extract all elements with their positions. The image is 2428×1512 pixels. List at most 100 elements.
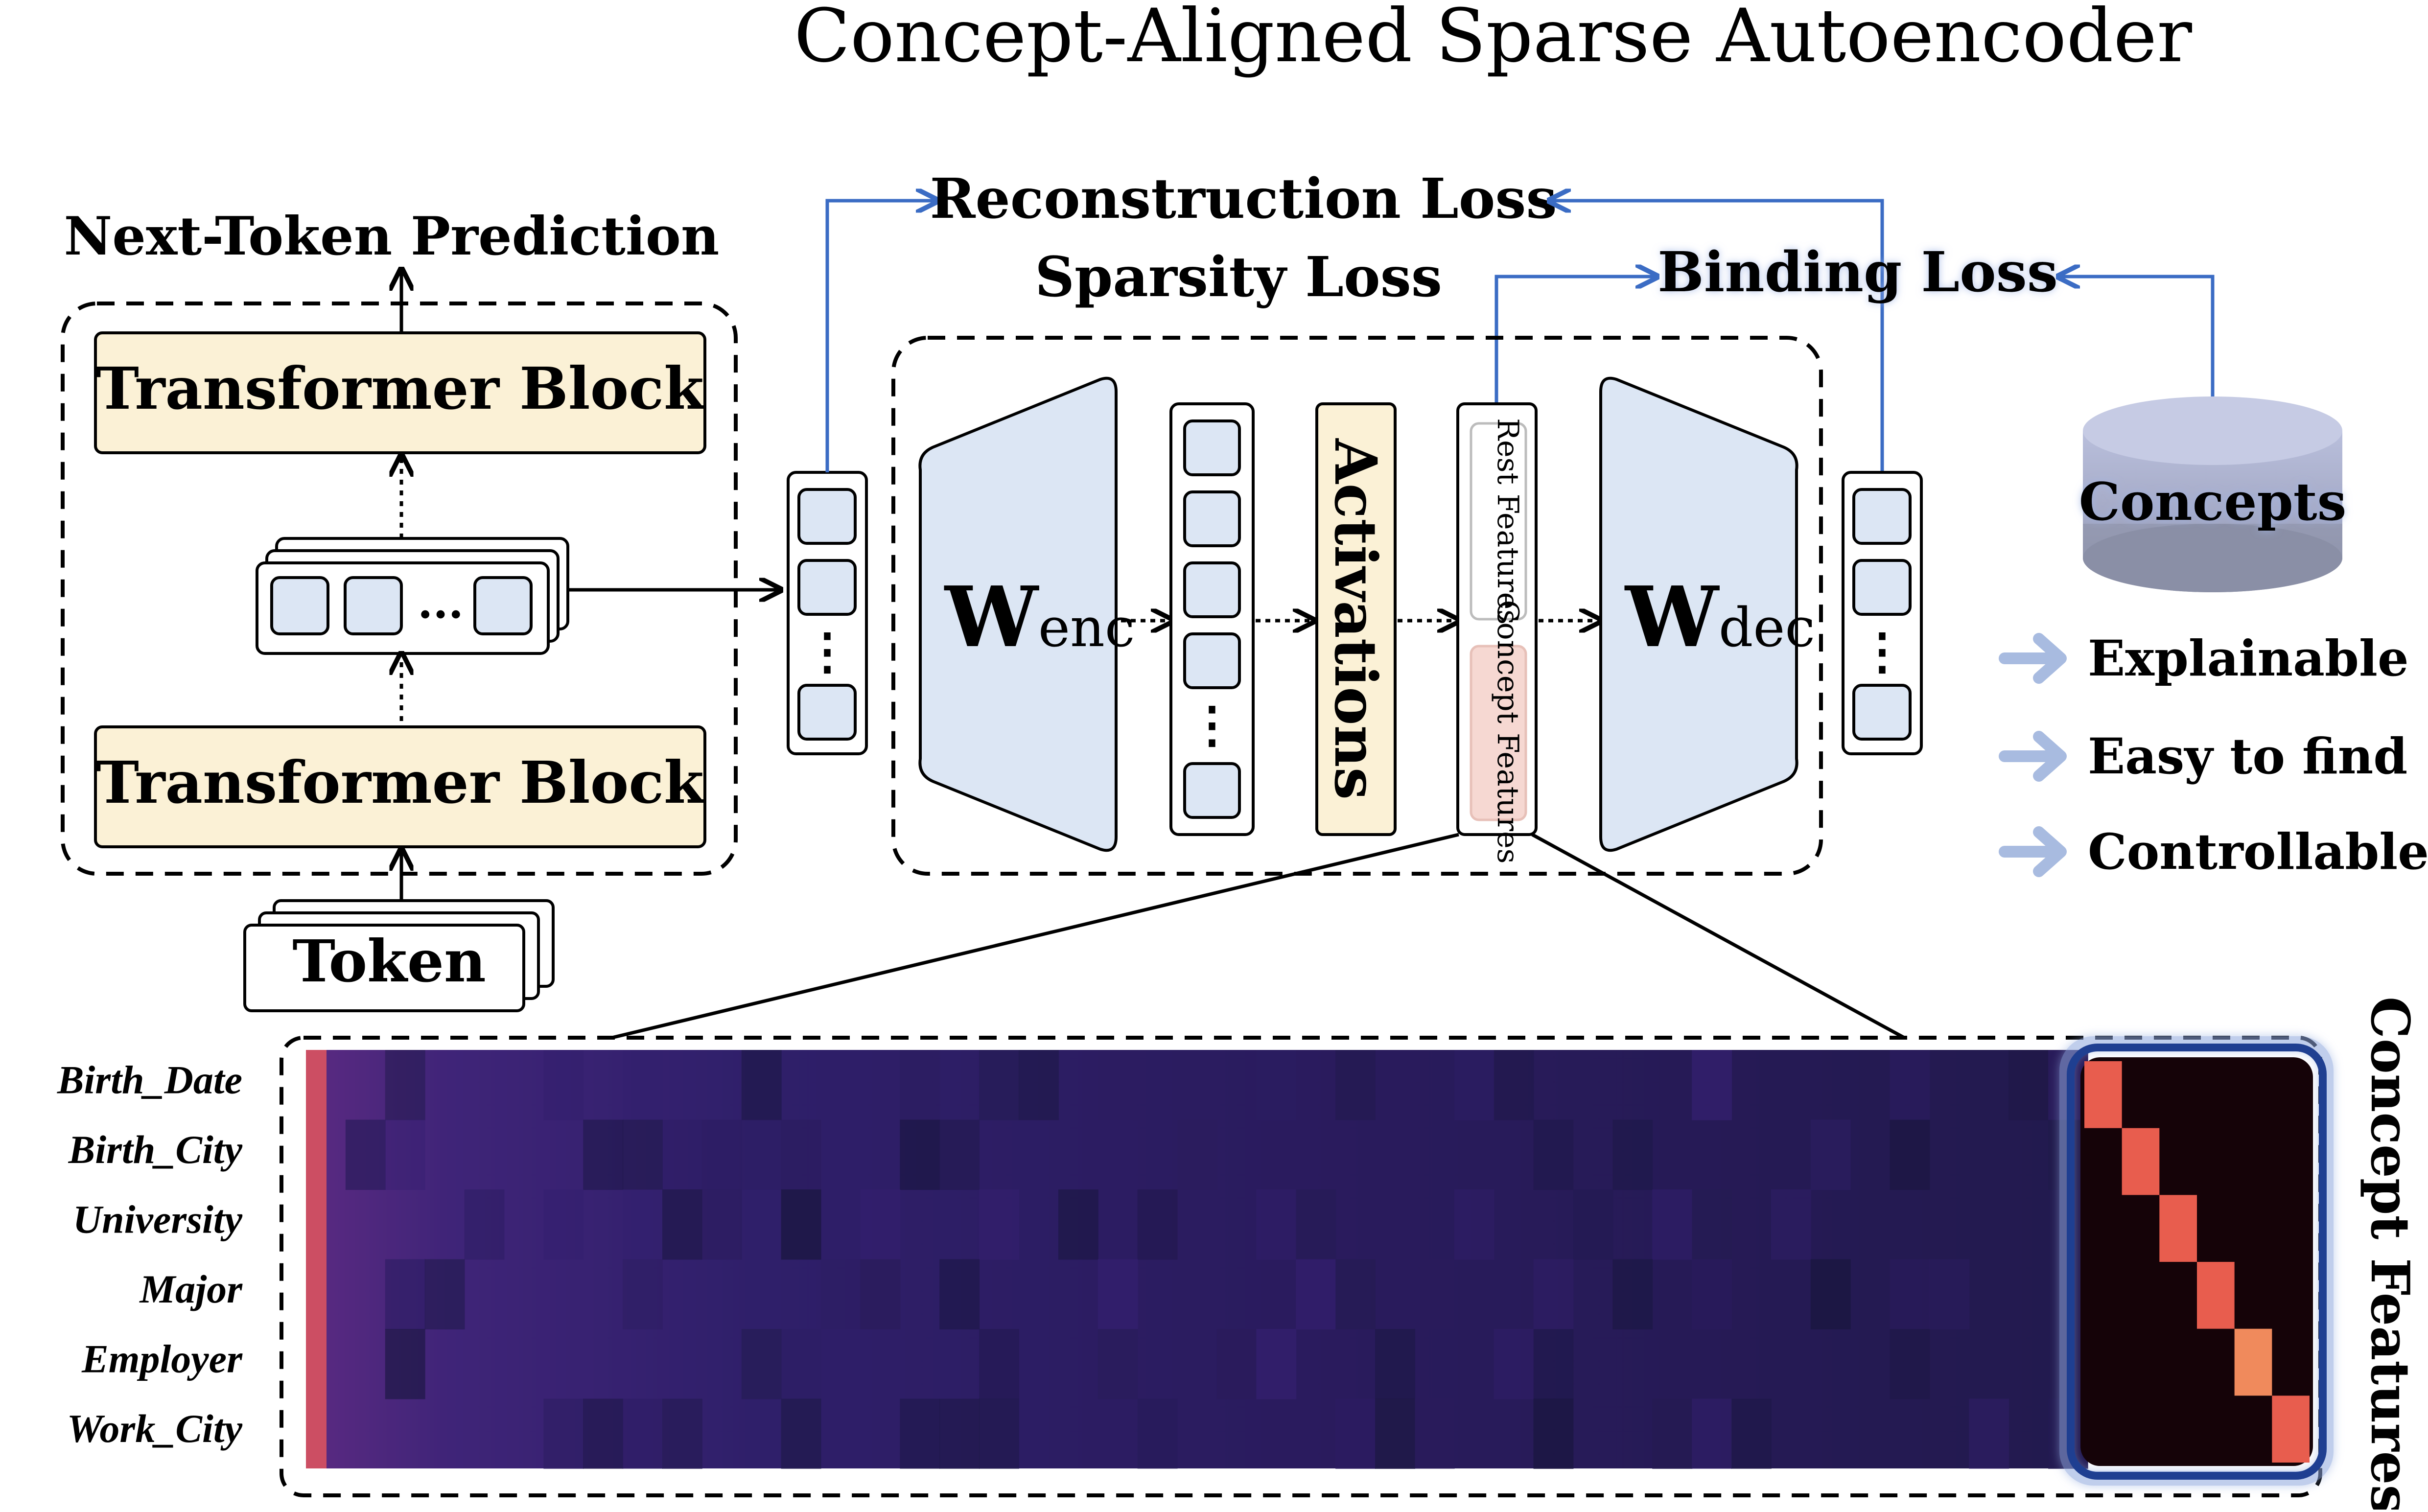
- concept-feature-matrix: [2059, 1036, 2334, 1486]
- heatmap-cell: [662, 1119, 702, 1190]
- heatmap-cell: [2008, 1050, 2049, 1120]
- heatmap-cell: [979, 1189, 1019, 1260]
- zoom-line-right: [1531, 833, 1905, 1040]
- transformer-block-top-label: Transformer Block: [96, 354, 705, 422]
- transformer-block-bottom-label: Transformer Block: [96, 748, 705, 816]
- latent-cell: [1183, 490, 1241, 547]
- latent-vector: ⋮: [1169, 402, 1255, 836]
- heatmap-cell: [1375, 1329, 1415, 1399]
- heatmap-cell: [623, 1050, 663, 1120]
- latent-cell: [1183, 762, 1241, 819]
- heatmap-cell: [1414, 1398, 1455, 1469]
- latent-dots: ⋮: [1188, 696, 1237, 753]
- heatmap-cell: [1494, 1329, 1534, 1399]
- heatmap-cell: [385, 1050, 425, 1120]
- heatmap-cell: [1810, 1119, 1851, 1190]
- heatmap-cell: [1454, 1050, 1494, 1120]
- binding-arrow-right: [2061, 277, 2215, 414]
- hidden-ellipsis: ...: [418, 577, 464, 628]
- heatmap-cell: [1097, 1329, 1138, 1399]
- heatmap-cell: [860, 1189, 901, 1260]
- reconstruction-loss-label: Reconstruction Loss: [930, 167, 1557, 231]
- heatmap-row-label: Employer: [81, 1336, 243, 1381]
- output-cell: [1852, 559, 1912, 616]
- heatmap-cell: [1335, 1398, 1376, 1469]
- heatmap-cell: [1890, 1119, 1930, 1190]
- heatmap-cell: [1137, 1398, 1178, 1469]
- heatmap-cell: [781, 1119, 821, 1190]
- input-cell: [797, 488, 857, 545]
- heatmap-cell: [939, 1259, 980, 1329]
- heatmap-cell: [1533, 1119, 1574, 1190]
- heatmap-cell: [1454, 1189, 1494, 1260]
- input-cell: [797, 559, 857, 616]
- chevron-arrow-icon: [1999, 826, 2067, 877]
- heatmap-cell: [424, 1259, 465, 1329]
- concept-properties: Explainable Easy to find Controllable: [1999, 629, 2428, 881]
- heatmap-cell: [385, 1119, 425, 1190]
- diagram-title: Concept-Aligned Sparse Autoencoder: [794, 0, 2192, 79]
- heatmap-cell: [1890, 1259, 1930, 1329]
- heatmap-cell: [1256, 1329, 1297, 1399]
- heatmap-cell: [701, 1119, 742, 1190]
- property-easy-to-find: Easy to find: [1999, 727, 2407, 785]
- heatmap-cell: [1929, 1259, 1970, 1329]
- concept-diagonal-cell: [2159, 1195, 2197, 1262]
- heatmap-cell: [1097, 1259, 1138, 1329]
- heatmap-cell: [1692, 1259, 1732, 1329]
- input-vector: ⋮: [787, 471, 868, 755]
- heatmap-cell: [1969, 1398, 2009, 1469]
- heatmap-cell: [1137, 1189, 1178, 1260]
- heatmap-cell: [1731, 1398, 1772, 1469]
- heatmap-cell: [623, 1189, 663, 1260]
- heatmap-cell: [1652, 1189, 1693, 1260]
- heatmap-cell: [900, 1050, 940, 1120]
- heatmap-cell: [979, 1329, 1019, 1399]
- heatmap-cell: [1890, 1050, 1930, 1120]
- heatmap: Birth_DateBirth_CityUniversityMajorEmplo…: [57, 1050, 2088, 1469]
- heatmap-cell: [1097, 1050, 1138, 1120]
- reconstruction-arrow-left: [825, 201, 935, 472]
- heatmap-cell: [1335, 1050, 1376, 1120]
- binding-loss-label: Binding Loss: [1658, 240, 2058, 304]
- transformer-block-top: [94, 331, 706, 454]
- feature-vector: Rest Features Concept Features: [1456, 402, 1538, 864]
- activations-block: Activations: [1315, 402, 1397, 836]
- chevron-arrow-icon: [1999, 731, 2067, 782]
- heatmap-cell: [781, 1329, 821, 1399]
- property-label: Easy to find: [2088, 727, 2407, 785]
- heatmap-cell: [543, 1398, 584, 1469]
- property-label: Explainable: [2088, 629, 2409, 687]
- heatmap-cell: [939, 1119, 980, 1190]
- heatmap-row-label: Birth_Date: [57, 1057, 242, 1102]
- heatmap-cell: [583, 1398, 624, 1469]
- hidden-state-stack: ...: [256, 537, 569, 655]
- heatmap-cell: [1692, 1189, 1732, 1260]
- heatmap-cell: [623, 1259, 663, 1329]
- concepts-label: Concepts: [2079, 471, 2347, 532]
- heatmap-cell: [1375, 1398, 1415, 1469]
- property-label: Controllable: [2088, 823, 2428, 881]
- token-label: Token: [292, 927, 486, 995]
- heatmap-cell: [781, 1398, 821, 1469]
- concept-diagonal-cell: [2122, 1128, 2160, 1195]
- encoder-label: Wenc: [944, 568, 1135, 666]
- heatmap-cell: [543, 1189, 584, 1260]
- heatmap-cell: [741, 1050, 782, 1120]
- concept-features-label: Concept Features: [1491, 600, 1525, 864]
- concept-diagonal-cell: [2197, 1262, 2235, 1329]
- heatmap-row-label: Major: [139, 1267, 243, 1311]
- heatmap-cell: [1216, 1329, 1257, 1399]
- heatmap-cell: [1612, 1259, 1653, 1329]
- sae-dashed-frame: [891, 336, 1823, 876]
- heatmap-cell: [1296, 1189, 1336, 1260]
- heatmap-cell: [741, 1329, 782, 1399]
- heatmap-cell: [1296, 1259, 1336, 1329]
- zoom-line-left: [611, 833, 1459, 1040]
- heatmap-cell: [741, 1119, 782, 1190]
- concept-matrix-cells: [2084, 1061, 2310, 1463]
- heatmap-cell: [1771, 1189, 1811, 1260]
- output-vector: ⋮: [1842, 471, 1923, 755]
- heatmap-cell: [1652, 1398, 1693, 1469]
